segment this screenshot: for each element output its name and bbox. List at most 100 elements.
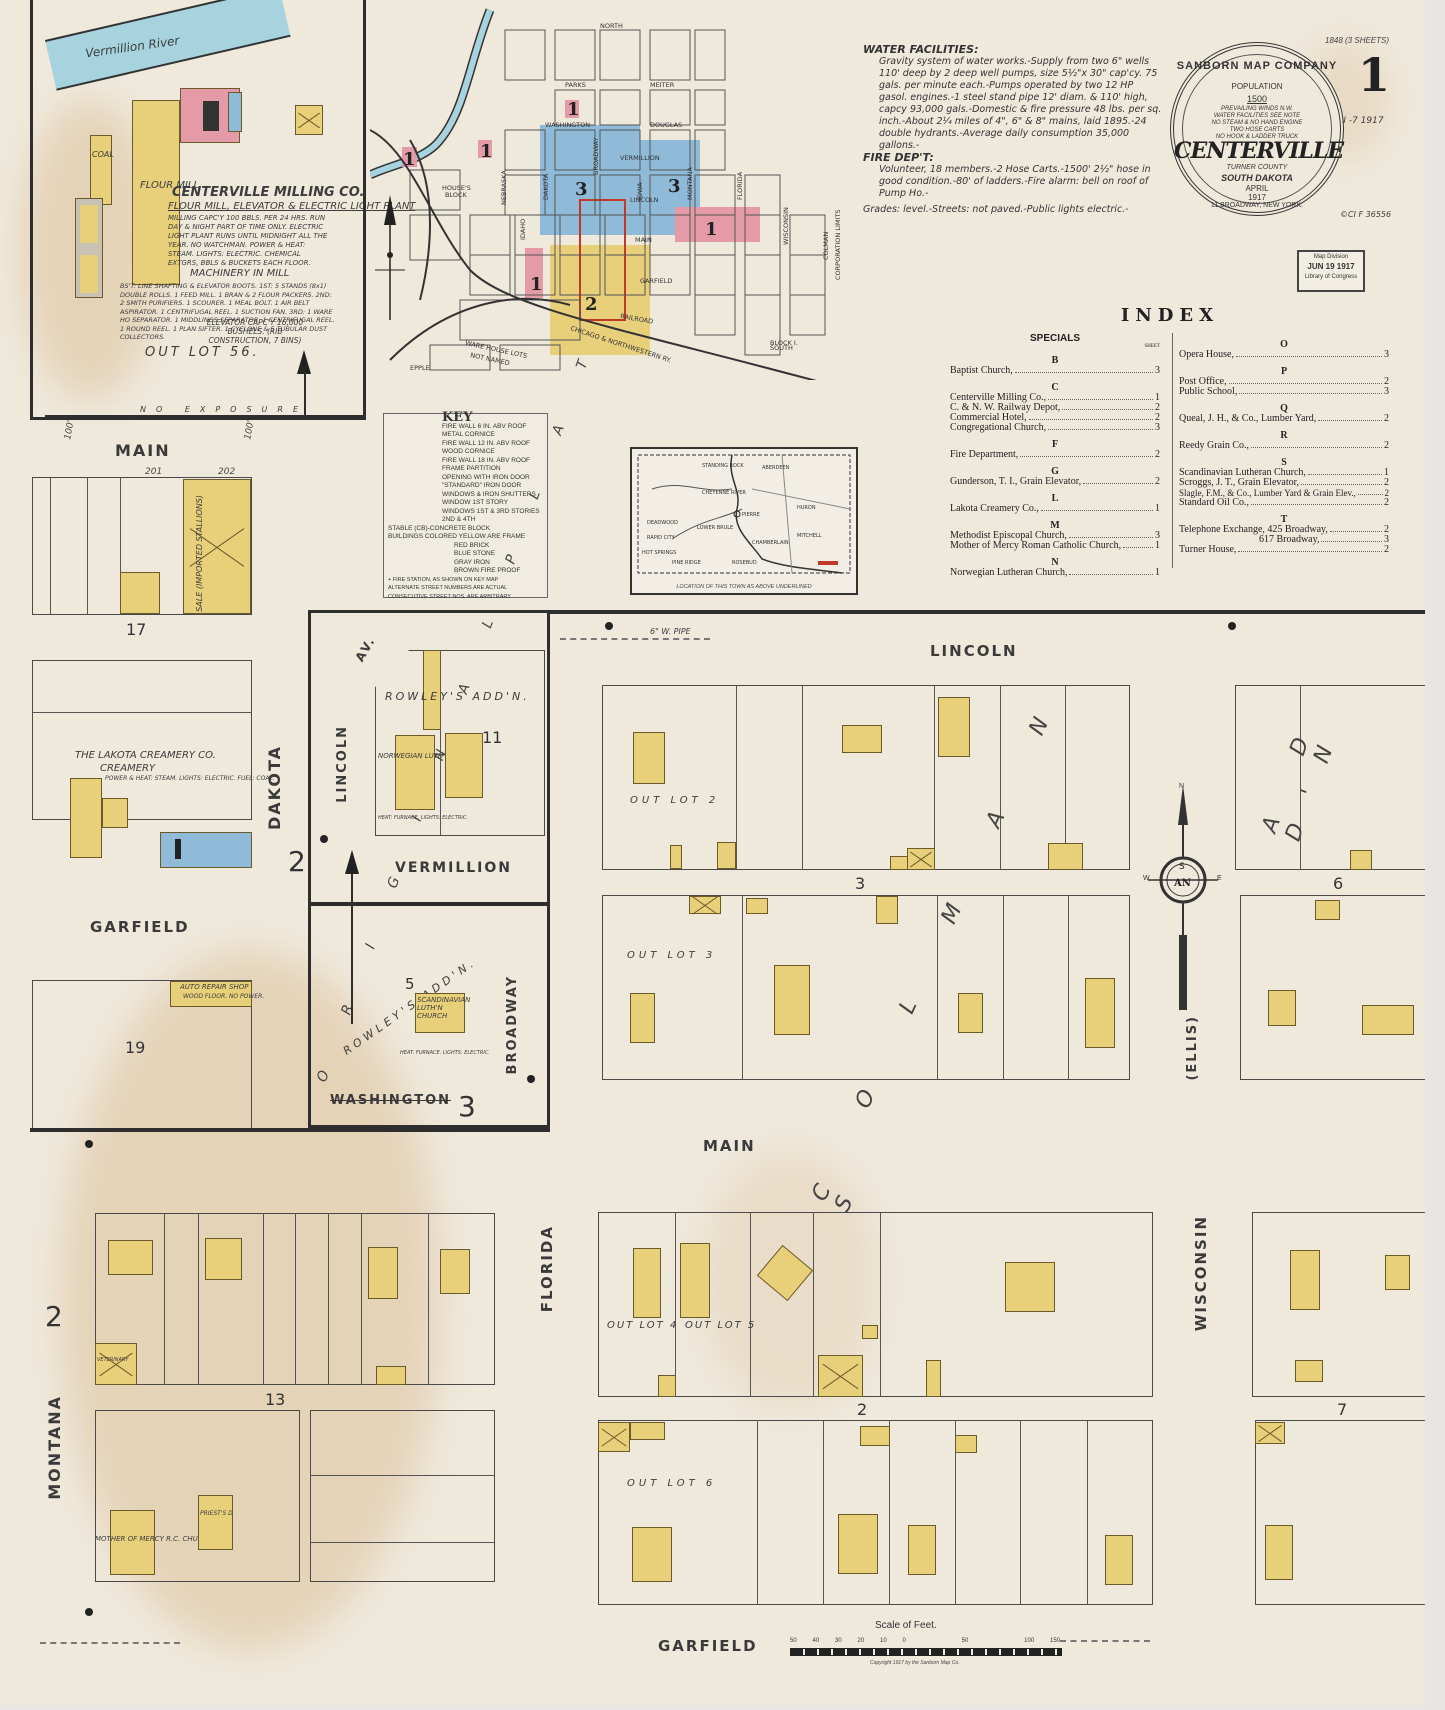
svg-text:MAIN: MAIN <box>635 236 652 244</box>
grades-text: Grades: level.-Streets: not paved.-Publi… <box>863 204 1129 215</box>
copyright-stamp: ©CI F 36556 <box>1340 210 1392 219</box>
svg-text:CHAMBERLAIN: CHAMBERLAIN <box>752 540 789 546</box>
svg-text:IOWA: IOWA <box>636 182 644 200</box>
stable <box>818 1355 863 1397</box>
index-entry: Public School,3 <box>1179 386 1389 397</box>
hydrant-icon <box>85 1140 93 1148</box>
svg-text:CHEYENNE RIVER: CHEYENNE RIVER <box>702 490 746 496</box>
dwelling <box>680 1243 710 1318</box>
block-3-north <box>602 685 1130 870</box>
pipe-label: 6" W. PIPE <box>650 627 691 636</box>
water-pipe <box>560 638 710 640</box>
svg-text:FLORIDA: FLORIDA <box>736 171 744 200</box>
svg-text:1: 1 <box>530 274 543 295</box>
street-broadway: BROADWAY <box>505 975 520 1075</box>
street-garfield-left: GARFIELD <box>90 918 190 936</box>
svg-text:SOUTH: SOUTH <box>770 344 793 352</box>
index-entry: Reedy Grain Co.,2 <box>1179 440 1389 451</box>
svg-text:EPPLE: EPPLE <box>410 364 430 372</box>
fire-dept-heading: FIRE DEP'T: <box>863 151 934 164</box>
svg-text:IDAHO: IDAHO <box>519 219 527 240</box>
no-exposure: NO EXPOSURE <box>140 405 309 414</box>
veterinary-stable <box>95 1343 137 1385</box>
block-13-south-east <box>310 1410 495 1582</box>
lakota-creamery-label: THE LAKOTA CREAMERY CO. <box>75 750 216 761</box>
shed <box>670 845 682 869</box>
location-map-caption: LOCATION OF THIS TOWN AS ABOVE UNDERLINE… <box>676 584 812 590</box>
svg-text:ABERDEEN: ABERDEEN <box>762 465 790 471</box>
svg-text:3: 3 <box>668 176 681 197</box>
index-column-right: O Opera House,3 P Post Office,2 Public S… <box>1172 333 1389 568</box>
creamery-auto-shed <box>102 798 128 828</box>
location-map: STANDING ROCK ABERDEEN CHEYENNE RIVER PIERR… <box>630 447 858 595</box>
svg-text:DAKOTA: DAKOTA <box>542 173 550 200</box>
out-lot-5: OUT LOT 5 <box>685 1320 757 1331</box>
block-6-north <box>1235 685 1425 870</box>
dwelling <box>908 1525 936 1575</box>
scandinavian-church-note: HEAT: FURNACE. LIGHTS: ELECTRIC. <box>400 1050 490 1056</box>
svg-text:1: 1 <box>705 219 718 240</box>
svg-text:DEADWOOD: DEADWOOD <box>647 520 678 526</box>
index-entry: Opera House,3 <box>1179 349 1389 360</box>
stable <box>1255 1422 1285 1444</box>
svg-text:S: S <box>1179 862 1185 872</box>
flour-mill-label: FLOUR MILL <box>140 180 200 191</box>
ice-house <box>120 572 160 614</box>
svg-text:VERMILLION: VERMILLION <box>620 154 660 162</box>
svg-text:GARFIELD: GARFIELD <box>640 277 672 285</box>
hydrant-icon <box>320 835 328 843</box>
block-2-south <box>598 1420 1153 1605</box>
dwelling <box>1362 1005 1414 1035</box>
svg-text:ROSEBUD: ROSEBUD <box>732 560 757 566</box>
panel-divider <box>30 1128 550 1132</box>
creamery-ice-house <box>70 778 102 858</box>
svg-text:LINCOLN: LINCOLN <box>630 196 659 204</box>
mother-of-mercy-church <box>110 1510 155 1575</box>
mill-subtitle: FLOUR MILL, ELEVATOR & ELECTRIC LIGHT PL… <box>168 201 416 212</box>
auto-garage <box>876 896 898 924</box>
dwelling <box>1105 1535 1133 1585</box>
stable <box>598 1422 630 1452</box>
index-entry: Centerville Milling Co.,1 <box>950 392 1160 403</box>
block-number-7: 7 <box>1337 1400 1348 1419</box>
seal-population: 1500 <box>1246 94 1268 104</box>
dwelling <box>938 697 970 757</box>
block-number-13: 13 <box>265 1390 286 1409</box>
out-lot-2: OUT LOT 2 <box>630 795 720 806</box>
index-entry: Scroggs, J. T., Grain Elevator,2 <box>1179 477 1389 488</box>
dwelling <box>633 732 665 784</box>
scale-copyright: Copyright 1917 by the Sanborn Map Co. <box>870 1660 960 1666</box>
dwelling <box>1268 990 1296 1026</box>
sheet-adjoin-3: 3 <box>458 1090 476 1123</box>
svg-text:NEBRASKA: NEBRASKA <box>500 170 508 205</box>
dwelling <box>842 725 882 753</box>
block-11 <box>375 650 545 836</box>
dwelling <box>445 733 483 798</box>
block-13-south-west <box>95 1410 300 1582</box>
engine-room-stone <box>228 92 242 132</box>
sheet-count-note: 1848 (3 SHEETS) <box>1325 36 1390 45</box>
svg-text:PIERRE: PIERRE <box>742 512 760 518</box>
dwelling <box>1085 978 1115 1048</box>
library-of-congress-stamp: Map Division JUN 19 1917 Library of Cong… <box>1297 250 1365 292</box>
svg-text:STANDING ROCK: STANDING ROCK <box>702 463 744 469</box>
street-montana: MONTANA <box>45 1395 64 1500</box>
dwelling <box>1265 1525 1293 1580</box>
svg-text:1: 1 <box>480 141 493 162</box>
svg-text:3: 3 <box>575 179 588 200</box>
shed <box>890 856 908 870</box>
shed <box>630 1422 665 1440</box>
street-main-left: MAIN <box>115 441 171 460</box>
block-17-north <box>32 477 252 615</box>
scandinavian-church-label: SCANDINAVIAN LUTH'N CHURCH <box>417 996 471 1020</box>
index-entry: Queal, J. H., & Co., Lumber Yard,2 <box>1179 413 1389 424</box>
street-wisconsin: WISCONSIN <box>1192 1215 1210 1332</box>
index-entry: Mother of Mercy Roman Catholic Church,1 <box>950 540 1160 551</box>
svg-text:RAPID CITY: RAPID CITY <box>647 535 676 541</box>
water-pipe <box>1060 1640 1150 1642</box>
barn <box>1295 1360 1323 1382</box>
veterinary-label: VETERINARY <box>97 1357 129 1363</box>
